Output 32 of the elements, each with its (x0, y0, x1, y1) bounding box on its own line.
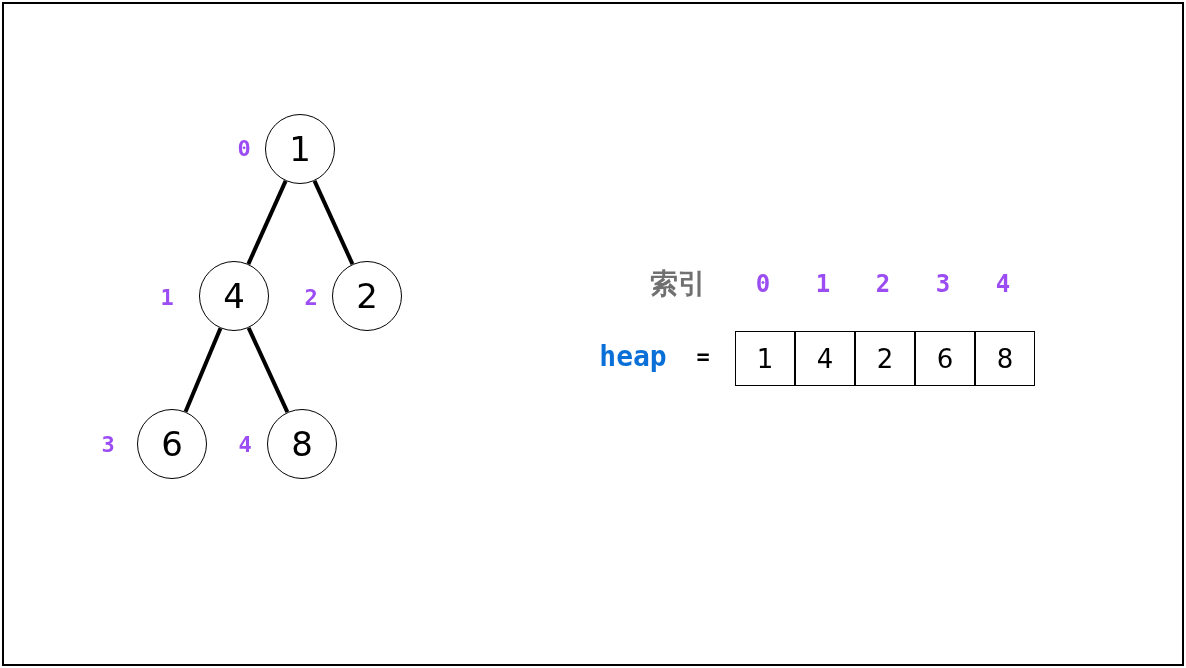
node-value: 4 (223, 276, 245, 316)
array-cell (795, 331, 855, 386)
tree-edge (246, 180, 288, 265)
index-label: 1 (160, 284, 174, 310)
node-value: 6 (936, 343, 954, 374)
index-number: 0 (755, 270, 771, 298)
tree-edge (183, 327, 223, 413)
index-number: 1 (815, 270, 831, 298)
tree-edge (312, 180, 355, 265)
variable-name: heap (599, 339, 667, 373)
array-cell (915, 331, 975, 386)
index-label: 2 (304, 284, 318, 310)
index-number: 4 (995, 270, 1011, 298)
array-cell (735, 331, 795, 386)
node-value: 8 (291, 424, 313, 464)
node-value: 1 (289, 129, 311, 169)
index-label: 0 (237, 135, 251, 161)
index-number: 2 (875, 270, 891, 298)
node-value: 2 (356, 276, 378, 316)
node-value: 1 (756, 343, 774, 374)
node-value: 6 (161, 424, 183, 464)
index-label: 3 (101, 431, 115, 457)
array-cell (855, 331, 915, 386)
index-label: 4 (238, 431, 252, 457)
index-number: 3 (935, 270, 951, 298)
node-value: 8 (996, 343, 1014, 374)
tree-edge (246, 326, 290, 414)
node-value: 4 (816, 343, 834, 374)
array-cell (975, 331, 1035, 386)
equals-sign: = (696, 343, 710, 369)
node-value: 2 (876, 343, 894, 374)
index-heading: 索引 (650, 266, 706, 302)
